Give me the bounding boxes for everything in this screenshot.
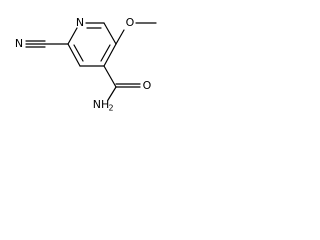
ring-bond-c5-c6	[103, 22, 117, 45]
ring-bond-c4-c5	[103, 43, 117, 67]
bond-c4-carbonyl-c	[103, 65, 117, 88]
ring-inner-bond-c2-c3	[73, 44, 84, 62]
amide-hydrogen-subscript: 2	[108, 104, 113, 112]
bond-carbonyl-c-amide-n	[107, 86, 117, 101]
ring-bond-n1-c2	[67, 27, 78, 45]
methoxy-oxygen-label: O	[126, 16, 135, 29]
nitrile-nitrogen-label: N	[15, 37, 23, 50]
carbonyl-oxygen-label: O	[143, 79, 152, 92]
ring-bond-c2-c3	[67, 43, 81, 67]
ring-inner-bond-c4-c5	[100, 44, 111, 62]
structure-diagram: N O N O NH 2	[0, 0, 184, 111]
molecule-drawing: N O N O NH 2	[15, 16, 157, 112]
amide-nitrogen-label: NH	[93, 98, 110, 111]
ring-nitrogen-label: N	[76, 16, 84, 29]
bond-c5-methoxy-o	[115, 29, 125, 45]
